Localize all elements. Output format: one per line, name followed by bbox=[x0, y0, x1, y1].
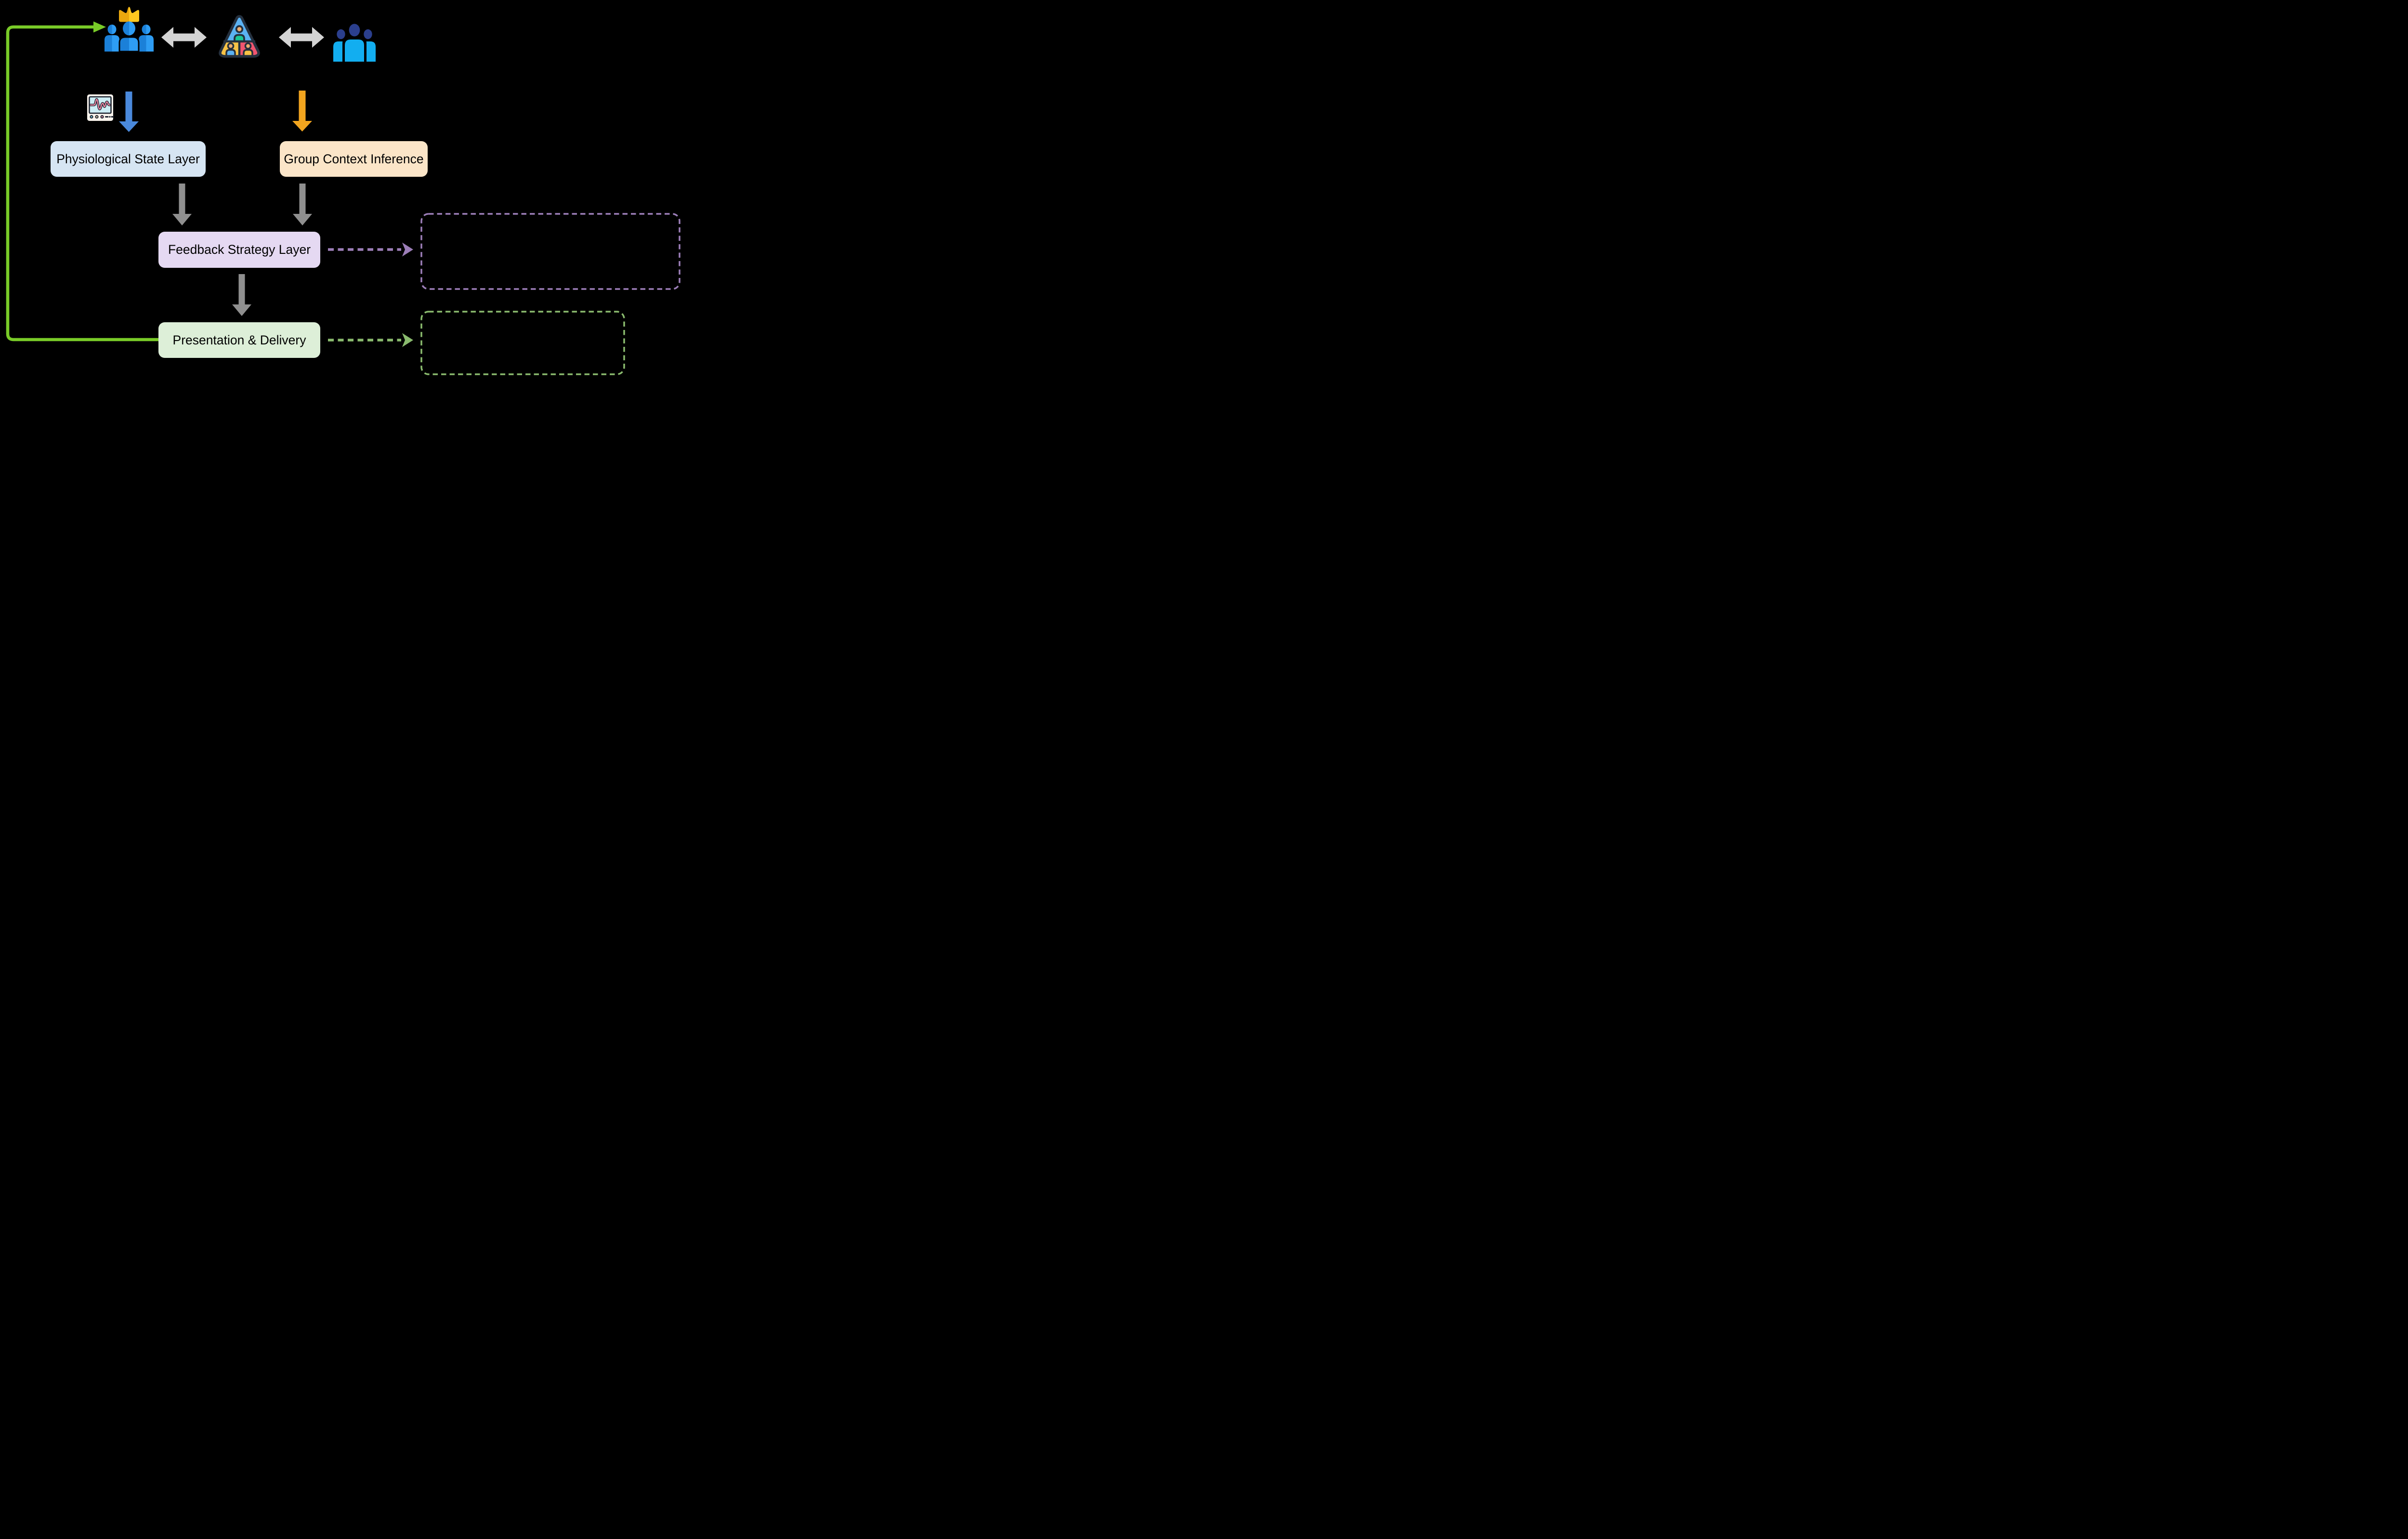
node-group-context-inference: Group Context Inference bbox=[280, 141, 428, 177]
delivery-notes-box bbox=[420, 311, 625, 375]
physiological-input-arrow bbox=[119, 92, 139, 132]
user-group-icon bbox=[333, 24, 376, 62]
node-label: Physiological State Layer bbox=[56, 151, 200, 166]
node-presentation-delivery: Presentation & Delivery bbox=[158, 322, 320, 358]
node-physiological-state-layer: Physiological State Layer bbox=[51, 141, 206, 177]
flow-arrow-feedback-to-presentation bbox=[232, 274, 251, 316]
flow-arrow-physio-to-feedback bbox=[172, 184, 192, 225]
node-label: Presentation & Delivery bbox=[172, 332, 306, 347]
flow-arrow-context-to-feedback bbox=[293, 184, 312, 225]
diagram-canvas: Physiological State Layer Group Context … bbox=[0, 0, 686, 385]
delivery-notes-arrow bbox=[328, 333, 413, 347]
peer-double-arrow-right bbox=[279, 27, 324, 48]
ecg-monitor-icon bbox=[87, 94, 114, 121]
feedback-loop-arrow bbox=[6, 21, 158, 342]
group-context-input-arrow bbox=[292, 91, 312, 132]
node-label: Group Context Inference bbox=[284, 151, 424, 166]
strategy-notes-box bbox=[420, 213, 681, 290]
crown-icon bbox=[119, 7, 139, 22]
node-feedback-strategy-layer: Feedback Strategy Layer bbox=[158, 232, 320, 268]
leader-group-crown-icon bbox=[105, 7, 154, 52]
node-label: Feedback Strategy Layer bbox=[168, 242, 311, 257]
peer-double-arrow-left bbox=[161, 27, 207, 48]
strategy-notes-arrow bbox=[328, 242, 413, 257]
team-pyramid-icon bbox=[219, 15, 260, 58]
